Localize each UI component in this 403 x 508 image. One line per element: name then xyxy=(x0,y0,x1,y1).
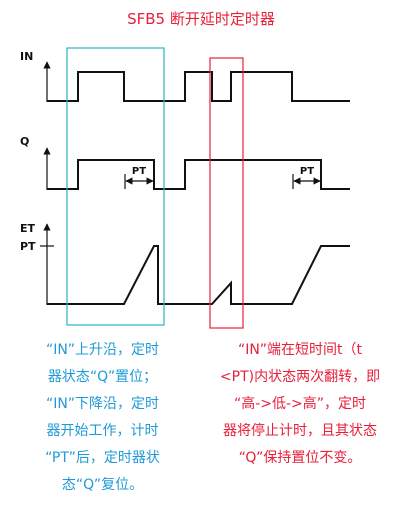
short-pulse-highlight xyxy=(209,57,244,329)
q-signal-label: Q xyxy=(20,135,29,148)
note-right-line-5: “Q”保持置位不变。 xyxy=(238,450,362,466)
q-waveform xyxy=(47,159,350,190)
pt-annotation-2: PT xyxy=(300,166,314,177)
note-right-line-1: “IN”端在短时间t（t xyxy=(237,342,363,358)
normal-operation-highlight xyxy=(66,47,165,326)
pt-level-label: PT xyxy=(20,240,36,253)
rising-falling-edge-note: “IN”上升沿，定时 器状态“Q”置位； “IN”下降沿，定时 器开始工作，计时… xyxy=(15,337,190,499)
pt-annotation-1: PT xyxy=(132,166,146,177)
note-left-line-5: “PT”后，定时器状 xyxy=(45,450,160,466)
et-waveform xyxy=(47,245,350,305)
note-left-line-1: “IN”上升沿，定时 xyxy=(45,342,160,358)
note-left-line-3: “IN”下降沿，定时 xyxy=(45,396,160,412)
in-signal-label: IN xyxy=(20,50,33,63)
note-left-line-4: 器开始工作，计时 xyxy=(46,423,159,439)
et-signal-label: ET xyxy=(20,222,36,235)
in-waveform xyxy=(47,71,350,102)
note-right-line-3: “高->低->高”，定时 xyxy=(233,396,367,412)
note-left-line-6: 态“Q”复位。 xyxy=(61,477,144,493)
note-left-line-2: 器状态“Q”置位； xyxy=(47,369,158,385)
note-right-line-4: 器将停止计时，且其状态 xyxy=(223,423,377,439)
note-right-line-2: <PT)内状态两次翻转，即 xyxy=(219,369,381,385)
short-pulse-note: “IN”端在短时间t（t <PT)内状态两次翻转，即 “高->低->高”，定时 … xyxy=(200,337,400,472)
diagram-title: SFB5 断开延时定时器 xyxy=(127,10,275,28)
